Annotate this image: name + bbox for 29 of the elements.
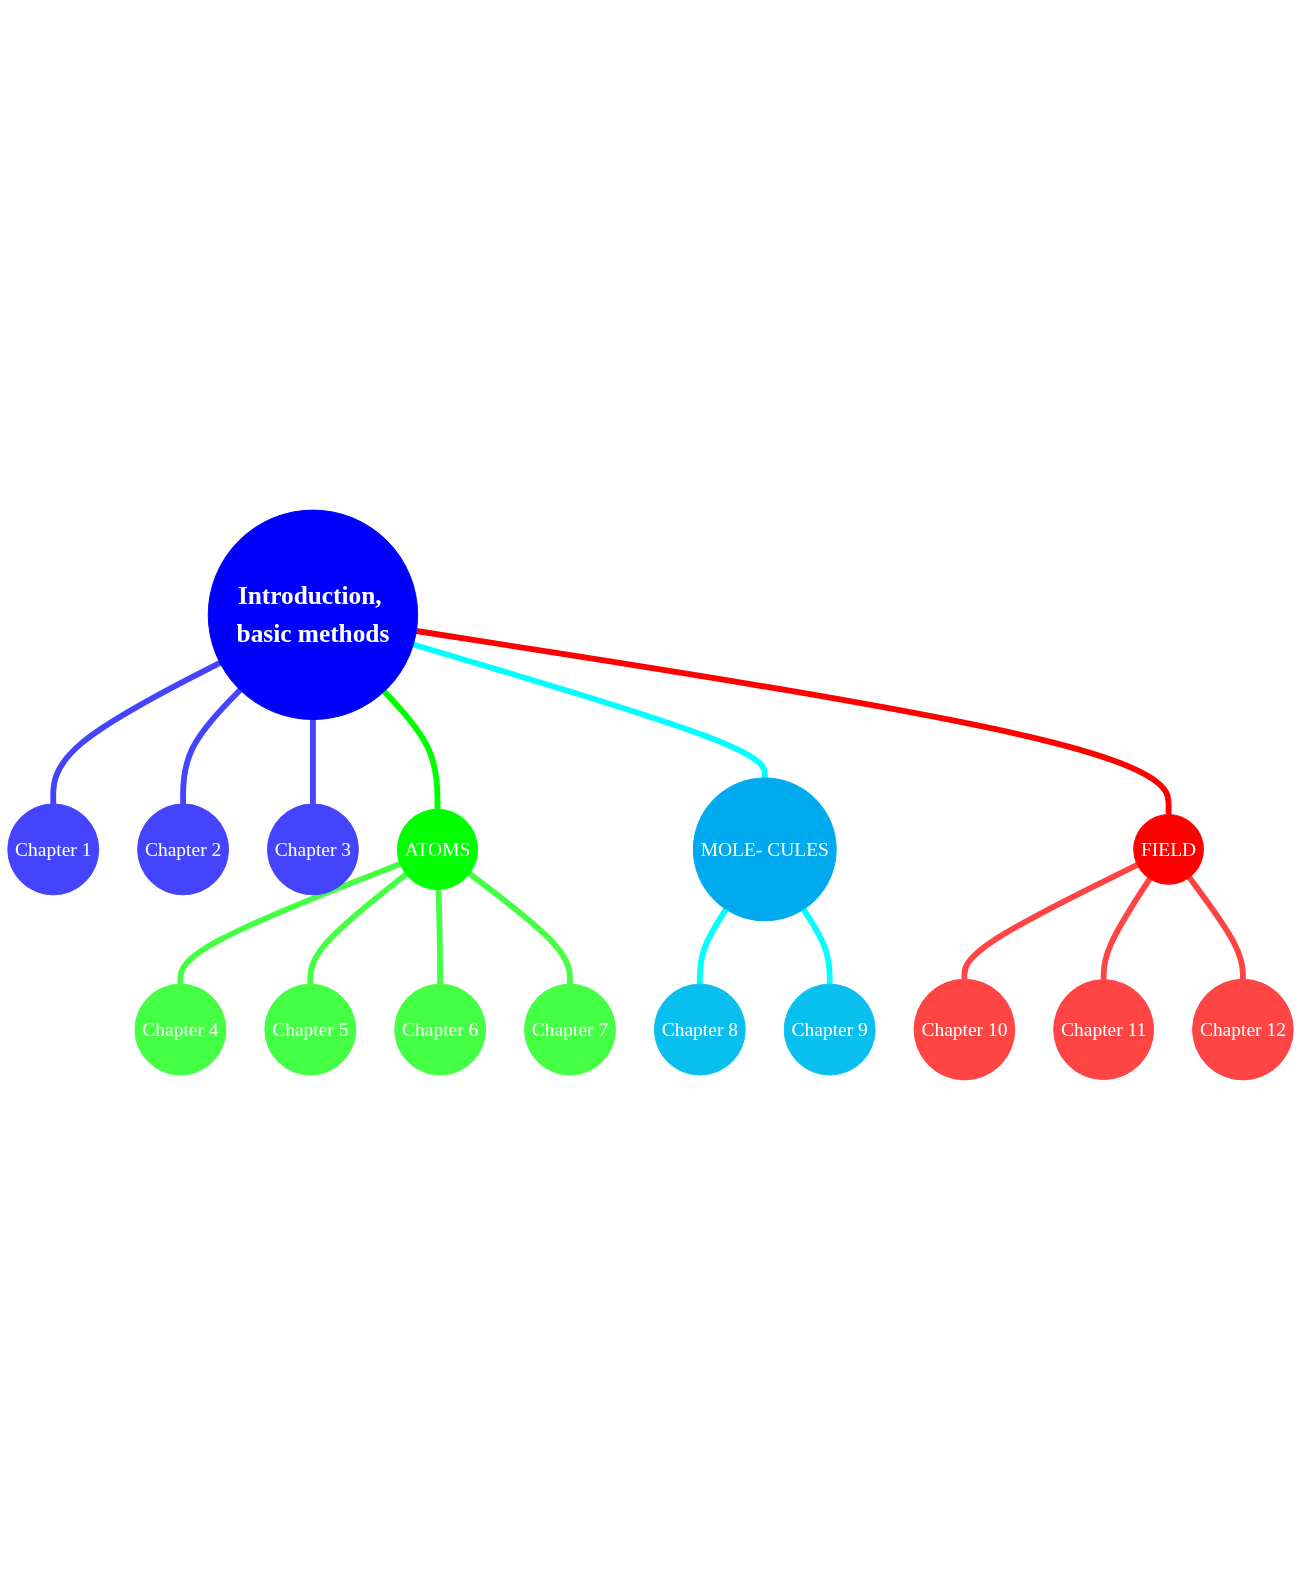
node-circle: Chapter 2 <box>137 803 229 896</box>
connector <box>467 871 573 985</box>
connector <box>382 689 441 810</box>
node-circle: Chapter 1 <box>7 803 100 896</box>
node-circle: Chapter 12 <box>1192 978 1294 1081</box>
connector <box>415 628 1172 815</box>
connector <box>696 907 729 985</box>
connector <box>1186 875 1246 980</box>
node-circle: Chapter 7 <box>524 983 616 1076</box>
connector <box>961 862 1139 980</box>
node-circle: Chapter 11 <box>1053 979 1155 1081</box>
node-circle: Introduction, basic methods <box>207 509 419 720</box>
connector <box>310 719 316 804</box>
connector <box>1100 877 1153 980</box>
connector <box>801 907 833 985</box>
node-circle: Chapter 9 <box>783 983 876 1076</box>
node-circle: Chapter 5 <box>264 983 357 1076</box>
connector <box>50 660 222 804</box>
node-circle: Chapter 8 <box>653 983 746 1076</box>
node-circle: MOLE- CULES <box>692 777 837 922</box>
connector <box>180 687 243 804</box>
node-circle: Chapter 6 <box>394 983 487 1076</box>
node-circle: Chapter 3 <box>267 803 359 896</box>
connector <box>307 872 408 985</box>
node-circle: Chapter 10 <box>913 978 1016 1081</box>
node-circle: ATOMS <box>396 808 479 891</box>
connector <box>435 889 444 985</box>
node-circle: Chapter 4 <box>134 983 227 1076</box>
node-circle: FIELD <box>1133 814 1204 885</box>
